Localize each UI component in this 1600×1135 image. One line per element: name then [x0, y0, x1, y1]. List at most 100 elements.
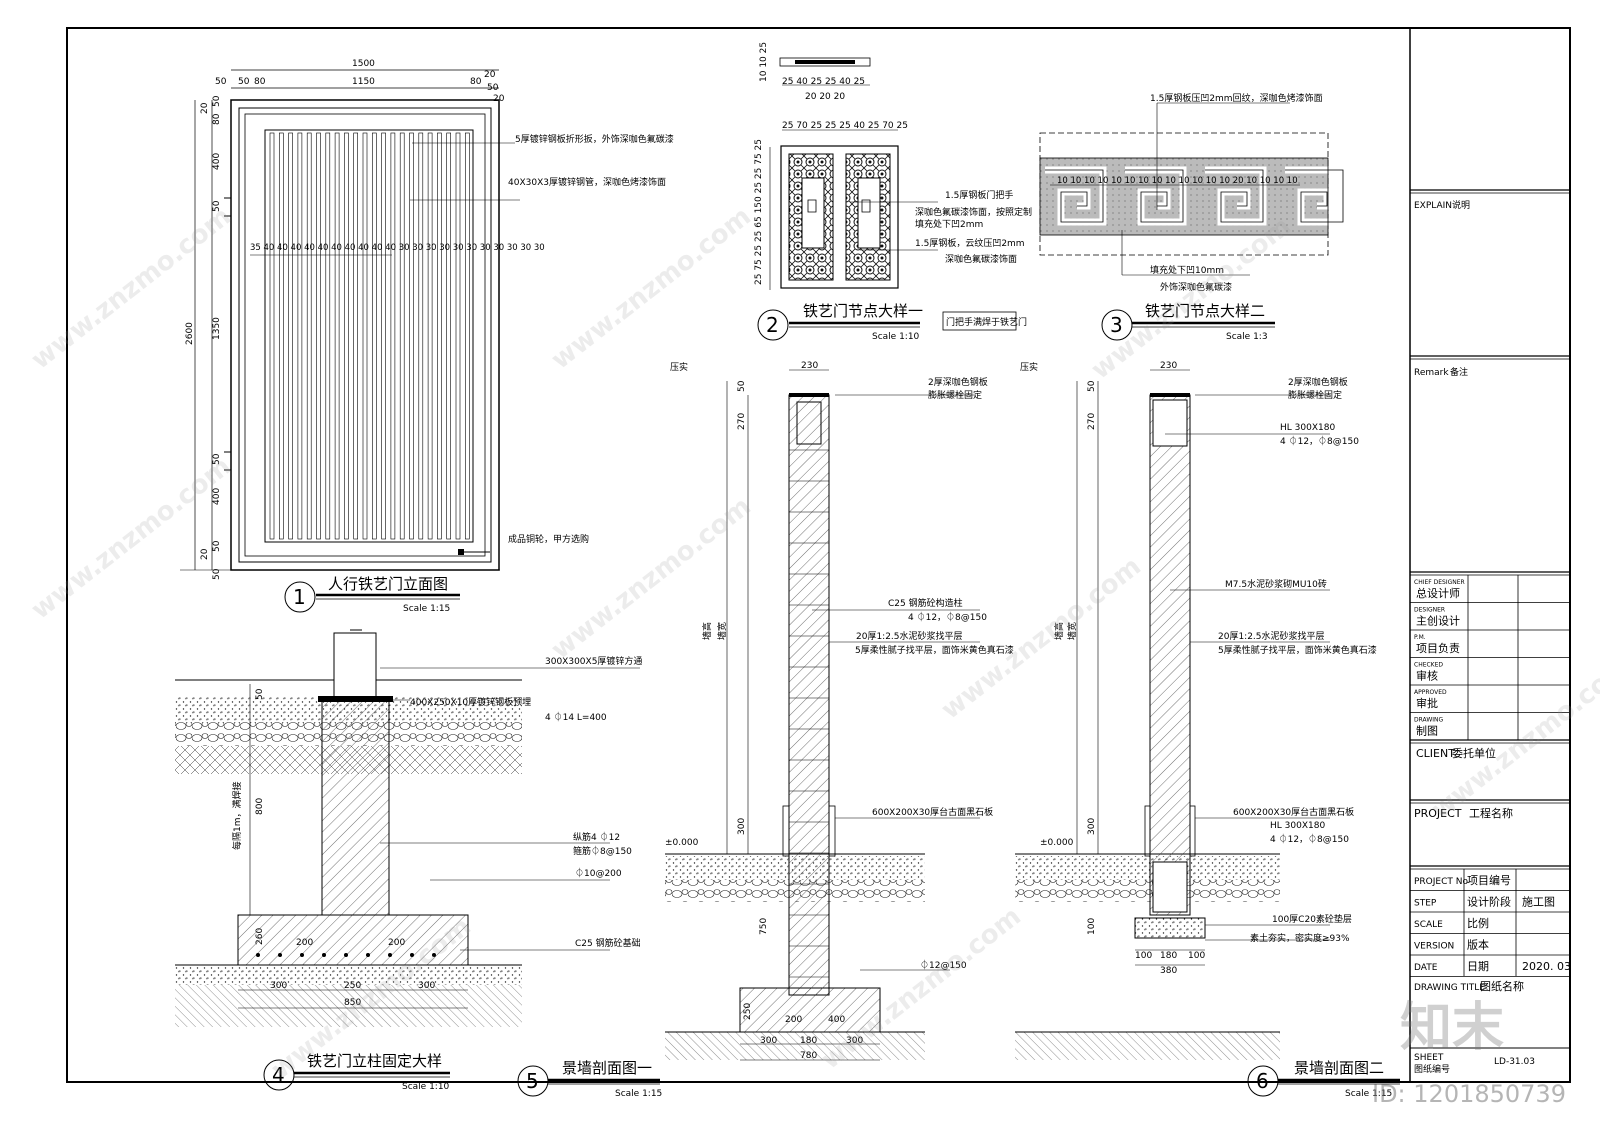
detail-4-post-footing: 300X300X5厚镀锌方通 400X250X10厚镀锌钢板预埋 4 ⏀14 L…: [175, 629, 642, 1027]
info-label-en: VERSION: [1414, 942, 1454, 952]
info-label-cn: 日期: [1467, 960, 1489, 973]
sheet-label-cn: 图纸编号: [1414, 1063, 1450, 1075]
d1-dim-50-hinge-bottom: 50: [212, 453, 222, 465]
d5-label-finish: 5厚柔性腻子找平层，面饰米黄色真石漆: [855, 644, 1014, 656]
d2-label-handle-finish: 深咖色氟碳漆饰面，按照定制: [915, 206, 1032, 218]
gate-bar: [455, 132, 461, 540]
d6-label-cap-bolt: 膨胀螺栓固定: [1288, 389, 1342, 401]
rebar-dot: [410, 953, 414, 957]
d3-number: 3: [1110, 313, 1123, 337]
d6-label-bedding: 100厚C20素砼垫层: [1272, 913, 1352, 925]
d4-label-embed-plate: 400X250X10厚镀锌钢板预埋: [410, 696, 531, 708]
info-label-cn: 版本: [1467, 938, 1489, 952]
d6-label-screed: 20厚1:2.5水泥砂浆找平层: [1218, 630, 1325, 642]
d2-plate-dims-2: 20 20 20: [805, 92, 845, 102]
rebar-dot: [366, 953, 370, 957]
d6-label-cap-plate: 2厚深咖色钢板: [1288, 376, 1348, 388]
explain-label-cn: 说明: [1452, 199, 1470, 211]
d5-label-screed: 20厚1:2.5水泥砂浆找平层: [856, 630, 963, 642]
watermark-2: www.znzmo.com: [26, 452, 237, 626]
d1-dim-height-total: 2600: [185, 322, 195, 345]
d1-bar-spacing-dims: 35 40 40 40 40 40 40 40 40 40 40 30 30 3…: [250, 243, 545, 253]
detail-5-title: 5 景墙剖面图一 Scale 1:15: [517, 1059, 662, 1099]
d5-number: 5: [526, 1069, 539, 1093]
d1-dim-50b: 50: [238, 77, 250, 87]
d3-scale: Scale 1:3: [1226, 332, 1268, 342]
d5-label-datum: ±0.000: [665, 838, 699, 848]
d5-dim-180: 180: [800, 1036, 817, 1046]
d5-dim-200: 200: [785, 1015, 802, 1025]
info-value: 2020. 03: [1522, 960, 1571, 973]
remark-label-en: Remark: [1414, 368, 1449, 378]
gate-bar: [418, 132, 424, 540]
detail-3-title: 3 铁艺门节点大样二 Scale 1:3: [1101, 302, 1275, 342]
d4-dim-300b: 300: [418, 981, 435, 991]
d5-scale: Scale 1:15: [615, 1089, 662, 1099]
d6-label-beam-top: HL 300X180: [1280, 423, 1335, 433]
gate-bar: [427, 132, 433, 540]
d5-dim-50: 50: [737, 380, 747, 392]
d1-dim-20-bottom: 20: [200, 548, 210, 560]
d5-dim-230: 230: [801, 361, 818, 371]
info-label-en: PROJECT No: [1414, 877, 1468, 887]
gate-bar: [399, 132, 405, 540]
watermark-6: www.znzmo.com: [1086, 212, 1297, 386]
detail-2-gate-node: 25 40 25 25 40 25 20 20 20 10 10 25 25 7…: [754, 42, 1032, 331]
d1-dim-50-hinge-top: 50: [212, 200, 222, 212]
d6-label-compact: 压实: [1020, 361, 1038, 373]
d6-label-datum: ±0.000: [1040, 838, 1074, 848]
watermark-logo: 知末: [1400, 998, 1504, 1058]
rebar-dot: [344, 953, 348, 957]
d5-label-column: C25 钢筋砼构造柱: [888, 597, 963, 609]
info-label-cn: 设计阶段: [1467, 895, 1511, 909]
gate-bar: [269, 132, 275, 540]
d1-dim-80-bottom: 50: [212, 540, 222, 552]
d5-dim-750: 750: [759, 918, 769, 935]
gate-bar: [464, 132, 470, 540]
d6-dim-100a: 100: [1135, 951, 1152, 961]
d4-label-anchor: 4 ⏀14 L=400: [545, 711, 607, 723]
d6-label-beam-bottom: HL 300X180: [1270, 821, 1325, 831]
gate-bar: [446, 132, 452, 540]
d1-dim-width-total: 1500: [352, 59, 375, 69]
d1-dim-20b: 20: [493, 94, 505, 104]
d1-dim-80a: 80: [254, 77, 266, 87]
gate-bar: [344, 132, 349, 540]
signature-role-en: P.M.: [1414, 634, 1426, 641]
d5-label-compact: 压实: [670, 361, 688, 373]
d6-dim-270: 270: [1087, 413, 1097, 430]
info-label-cn: 比例: [1467, 916, 1489, 930]
d2-number: 2: [766, 313, 779, 337]
rebar-dot: [432, 953, 436, 957]
d6-title: 景墙剖面图二: [1294, 1059, 1384, 1077]
d4-number: 4: [272, 1063, 285, 1087]
d1-label-wheel: 成品铜轮，甲方选购: [508, 533, 589, 545]
watermark-1: www.znzmo.com: [26, 202, 237, 376]
d6-dim-50: 50: [1087, 380, 1097, 392]
drawing-title-label-cn: 图纸名称: [1480, 979, 1524, 993]
d6-label-finish: 5厚柔性腻子找平层，面饰米黄色真石漆: [1218, 644, 1377, 656]
d4-dim-800: 800: [255, 798, 265, 815]
d2-label-handle-recess: 填充处下凹2mm: [915, 218, 983, 230]
signature-role-en: DESIGNER: [1414, 607, 1445, 614]
d1-dim-50a: 50: [215, 77, 227, 87]
d6-label-stone: 600X200X30厚台古面黑石板: [1233, 806, 1354, 818]
d5-label-base-rebar: ⏀12@150: [920, 959, 967, 971]
d6-label-beam-top-rebar: 4 ⏀12，⏀8@150: [1280, 435, 1359, 447]
d1-title: 人行铁艺门立面图: [328, 575, 448, 593]
sheet-label-en: SHEET: [1414, 1053, 1444, 1063]
d4-title: 铁艺门立柱固定大样: [307, 1052, 442, 1070]
d1-dim-50-top: 50: [212, 95, 222, 107]
d6-dim-300: 300: [1087, 818, 1097, 835]
signature-role-cn: 总设计师: [1416, 586, 1460, 600]
d1-dim-80-top: 80: [212, 113, 222, 125]
d4-dim-50: 50: [255, 688, 265, 700]
d2-scale: Scale 1:10: [872, 332, 920, 342]
signature-role-en: DRAWING: [1414, 717, 1444, 724]
gate-bar: [288, 132, 293, 540]
project-label-cn: 工程名称: [1469, 806, 1513, 820]
d5-dim-400: 400: [828, 1015, 845, 1025]
d1-label-tubes: 40X30X3厚镀锌钢管，深咖色烤漆饰面: [508, 176, 666, 188]
d2-plate-dims: 25 40 25 25 40 25: [782, 77, 865, 87]
